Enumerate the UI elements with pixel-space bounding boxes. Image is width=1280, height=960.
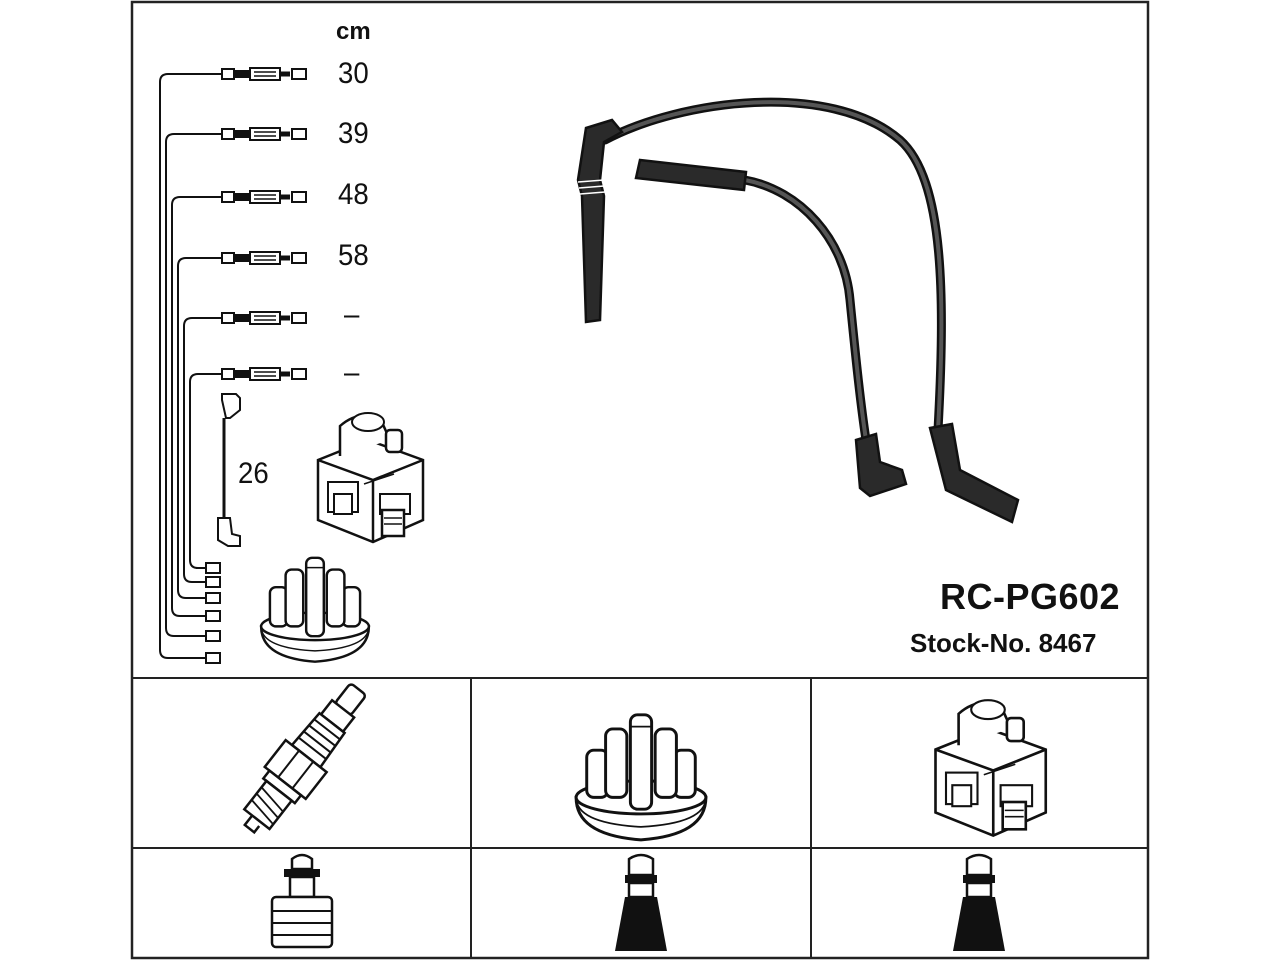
unit-label: cm bbox=[336, 18, 371, 45]
cable-illustration bbox=[600, 97, 946, 445]
distributor-cap-icon bbox=[574, 713, 708, 842]
plug-connector-icon bbox=[615, 853, 667, 951]
ignition-coil-icon bbox=[934, 698, 1048, 837]
plug-boot-angled bbox=[854, 422, 1020, 524]
lead-length-1: 30 bbox=[338, 57, 369, 90]
stock-number: Stock-No. 8467 bbox=[910, 628, 1097, 658]
coil-lead-icon bbox=[217, 393, 241, 547]
coil-boot-straight bbox=[634, 158, 748, 192]
lead-length-2: 39 bbox=[338, 117, 369, 150]
plug-boot-straight bbox=[576, 118, 624, 324]
lead-length-3: 48 bbox=[338, 178, 369, 211]
plug-connector-icon bbox=[270, 853, 334, 949]
plug-connector-icon bbox=[953, 853, 1005, 951]
ignition-coil-icon bbox=[316, 411, 425, 544]
part-number: RC-PG602 bbox=[940, 576, 1121, 617]
spark-plug-icon bbox=[242, 683, 367, 835]
coil-lead-length: 26 bbox=[238, 457, 269, 490]
lead-length-5: – bbox=[344, 298, 360, 331]
lead-wires bbox=[159, 73, 222, 659]
ignition-lead-icon bbox=[221, 67, 307, 381]
lead-length-4: 58 bbox=[338, 239, 369, 272]
distributor-terminals bbox=[195, 562, 221, 664]
frame bbox=[130, 0, 1150, 960]
lead-length-6: – bbox=[344, 356, 360, 389]
distributor-cap-icon bbox=[259, 556, 371, 663]
